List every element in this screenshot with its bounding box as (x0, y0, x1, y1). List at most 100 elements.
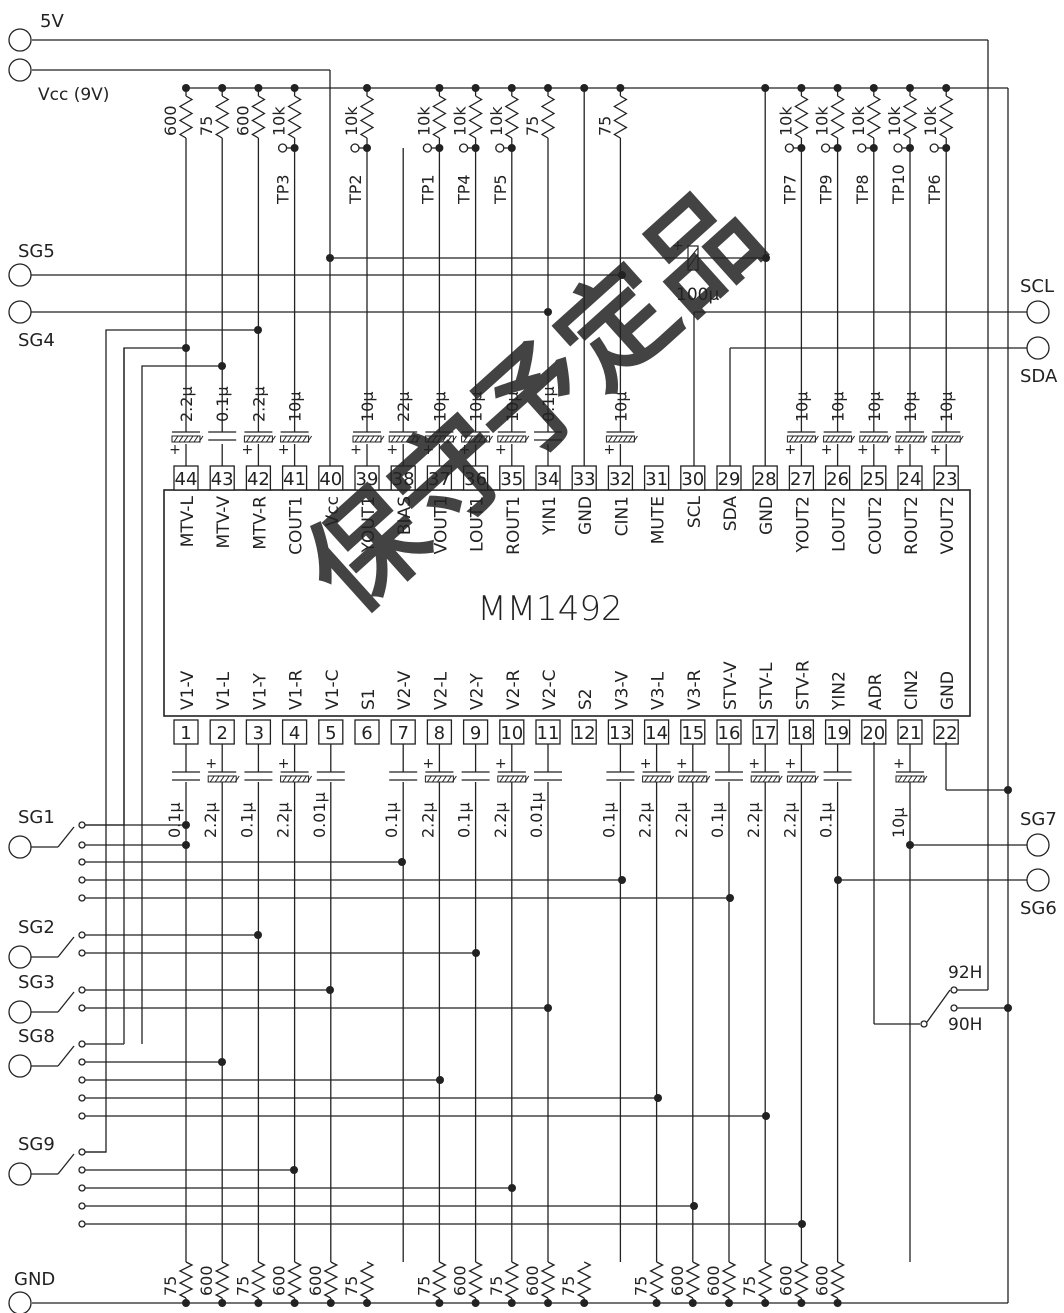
resistor-value: 600 (161, 105, 180, 136)
svg-text:+: + (821, 442, 833, 458)
pin-name: GND (576, 496, 596, 535)
pin-number: 2 (216, 723, 227, 744)
pin-number: 6 (361, 723, 372, 744)
pin-name: LOUT1 (468, 496, 488, 552)
pin-number: 17 (754, 723, 777, 744)
bottom-network-pin-19: 0.1μ 600 (813, 744, 852, 1307)
vcc-label: Vcc (9V) (38, 85, 109, 105)
cap-value: 2.2μ (491, 802, 510, 838)
pin-1: 1V1-V (173, 670, 199, 745)
sg4-label: SG4 (18, 330, 55, 351)
svg-text:+: + (278, 442, 290, 458)
cap-value: 0.1μ (708, 802, 727, 838)
pin-name: VOUT1 (431, 496, 451, 554)
bottom-network-pin-4: +2.2μ 600 (270, 744, 313, 1307)
test-point-label: TP3 (274, 174, 293, 205)
svg-text:+: + (278, 756, 290, 772)
sg8-selector: SG8 (8, 1026, 770, 1120)
resistor-value: 75 (414, 1276, 433, 1296)
cap-value: 2.2μ (274, 802, 293, 838)
sg2-selector: SG2 (8, 917, 480, 969)
sg2-label: SG2 (18, 917, 55, 938)
pin-name: COUT1 (287, 496, 307, 555)
pin-name: V2-R (504, 669, 524, 710)
sda-terminal (1026, 336, 1050, 360)
resistor-value: 600 (523, 1265, 542, 1296)
pin-name: ROUT1 (504, 496, 524, 555)
resistor-value: 600 (813, 1265, 832, 1296)
bottom-network-pin-6: 75 (342, 1261, 375, 1307)
sg3-terminal (8, 1000, 32, 1024)
sg1-terminal (8, 835, 32, 859)
resistor-value: 600 (306, 1265, 325, 1296)
pin-number: 15 (681, 723, 704, 744)
pin-number: 23 (935, 469, 958, 490)
resistor-value: 600 (704, 1265, 723, 1296)
pin-name: STV-R (793, 660, 813, 710)
pin-name: V3-V (612, 670, 632, 710)
resistor-value: 75 (740, 1276, 759, 1296)
pin-name: Vcc (323, 496, 343, 526)
bulk-capacitor: + 100μ (326, 238, 770, 305)
bottom-network-pin-7: 0.1μ (382, 744, 418, 1262)
pin-number: 12 (573, 723, 596, 744)
sg9-selector: SG9 (8, 1134, 806, 1228)
pin-name: SCL (685, 495, 705, 528)
pin-number: 10 (500, 723, 523, 744)
sda-label: SDA (1020, 366, 1058, 387)
pin-number: 26 (826, 469, 849, 490)
cap-value: 0.1μ (599, 802, 618, 838)
pin-number: 36 (464, 469, 487, 490)
svg-text:+: + (893, 442, 905, 458)
pin-number: 28 (754, 469, 777, 490)
svg-text:+: + (386, 442, 398, 458)
pin-name: V2-V (395, 670, 415, 710)
cap-value: 2.2μ (201, 802, 220, 838)
resistor-value: 10k (414, 106, 433, 136)
cap-value: 0.1μ (455, 802, 474, 838)
sg6-terminal (1026, 868, 1050, 892)
resistor-value: 600 (270, 1265, 289, 1296)
sg1-label: SG1 (18, 807, 55, 828)
resistor-value: 600 (668, 1265, 687, 1296)
svg-text:+: + (604, 442, 616, 458)
pin-number: 42 (247, 469, 270, 490)
sg7-label: SG7 (1020, 809, 1057, 830)
pin-name: VOUT2 (938, 496, 958, 554)
pin-name: GND (757, 496, 777, 535)
pin-10: 10 V2-R (499, 669, 525, 745)
pin-name: V2-Y (468, 672, 488, 710)
pin-name: GND (938, 671, 958, 710)
cap-value: 0.1μ (817, 802, 836, 838)
gnd-label: GND (14, 1269, 55, 1290)
pin-number: 21 (899, 723, 922, 744)
pin-name: ADR (866, 673, 886, 710)
pin-name: V2-C (540, 670, 560, 710)
resistor-value: 75 (487, 1276, 506, 1296)
test-point-label: TP10 (889, 164, 908, 205)
svg-text:+: + (423, 442, 435, 458)
svg-text:+: + (785, 442, 797, 458)
top-passive-network: +2.2μ6000.1μ75+2.2μ600+10μ10kTP3+10μ10kT… (161, 84, 964, 466)
pin-5: 5V1-C (318, 670, 344, 745)
pin-number: 4 (289, 723, 300, 744)
pin-number: 34 (537, 469, 560, 490)
pin-number: 13 (609, 723, 632, 744)
pin-name: BIAS (395, 496, 415, 535)
pin-3: 3V1-Y (245, 672, 272, 745)
pin-number: 16 (718, 723, 741, 744)
test-point-label: TP4 (455, 174, 474, 205)
pin-7: 7V2-V (390, 670, 416, 745)
pin-number: 29 (718, 469, 741, 490)
